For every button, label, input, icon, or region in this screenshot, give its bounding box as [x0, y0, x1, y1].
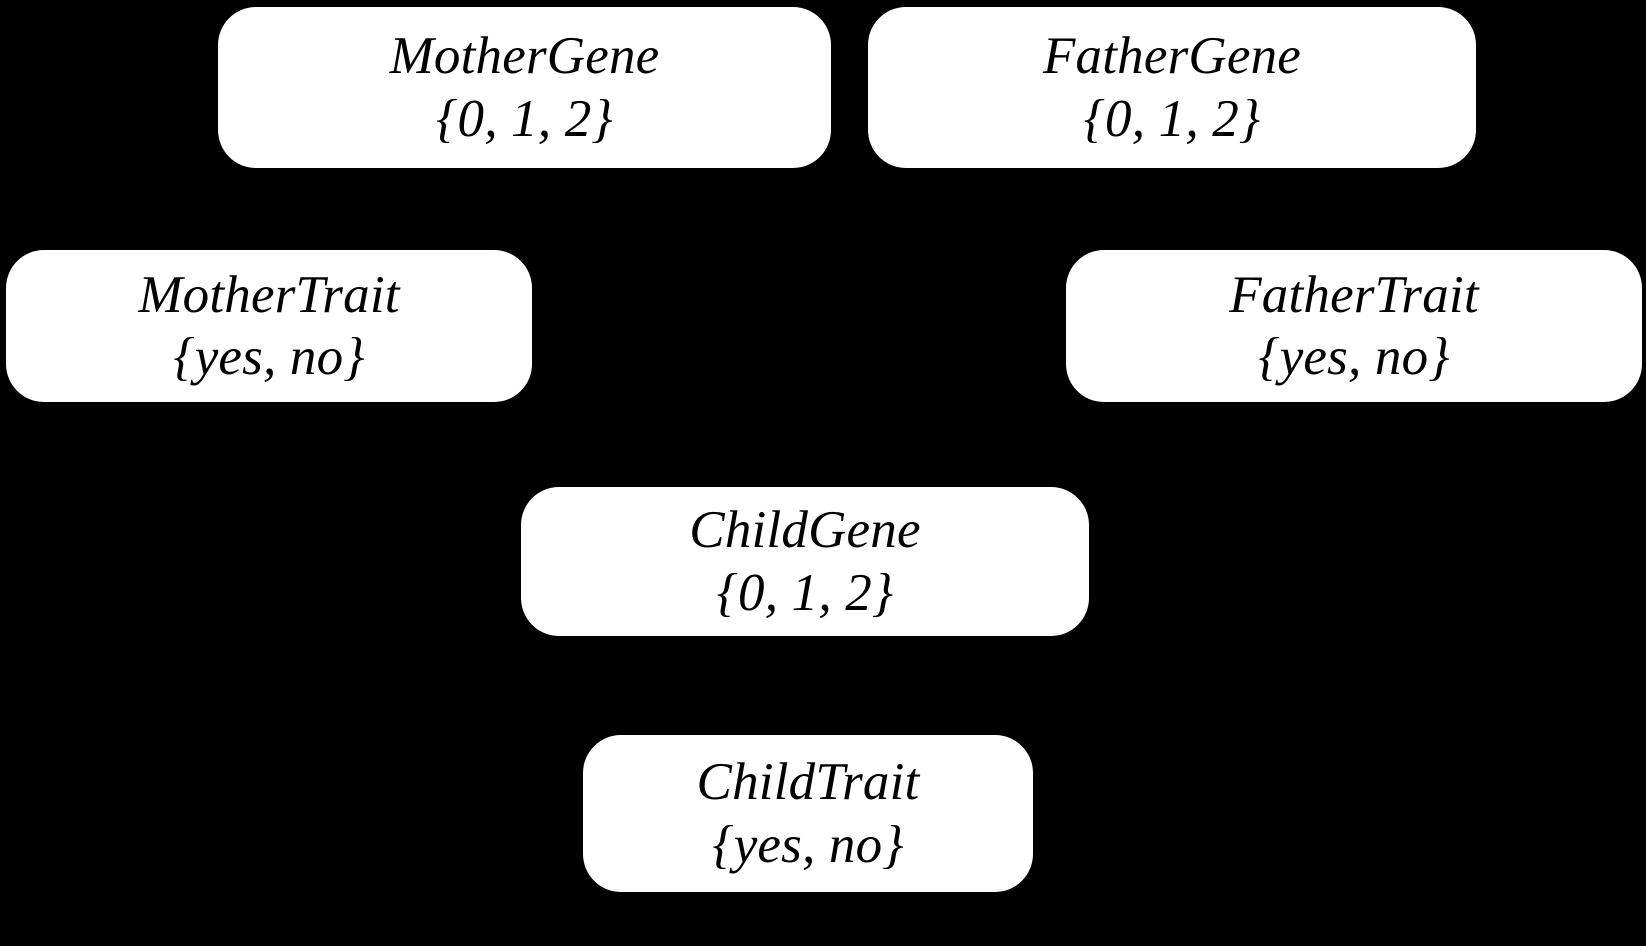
node-child-trait-label: ChildTrait: [696, 753, 920, 812]
node-father-gene[interactable]: FatherGene {0, 1, 2}: [868, 7, 1476, 168]
node-mother-trait[interactable]: MotherTrait {yes, no}: [6, 250, 532, 402]
node-father-gene-domain: {0, 1, 2}: [1083, 89, 1261, 148]
node-mother-gene-label: MotherGene: [389, 27, 660, 86]
node-child-gene-label: ChildGene: [689, 501, 921, 560]
node-father-gene-label: FatherGene: [1042, 27, 1302, 86]
node-child-trait[interactable]: ChildTrait {yes, no}: [583, 735, 1033, 892]
node-mother-gene[interactable]: MotherGene {0, 1, 2}: [218, 7, 831, 168]
node-child-gene[interactable]: ChildGene {0, 1, 2}: [521, 487, 1089, 636]
node-child-trait-domain: {yes, no}: [712, 815, 904, 874]
node-mother-gene-domain: {0, 1, 2}: [436, 89, 613, 148]
node-father-trait[interactable]: FatherTrait {yes, no}: [1066, 250, 1642, 402]
node-mother-trait-label: MotherTrait: [138, 265, 400, 324]
node-father-trait-label: FatherTrait: [1229, 265, 1479, 324]
node-mother-trait-domain: {yes, no}: [173, 328, 365, 386]
node-child-gene-domain: {0, 1, 2}: [716, 563, 894, 622]
node-father-trait-domain: {yes, no}: [1258, 328, 1450, 386]
